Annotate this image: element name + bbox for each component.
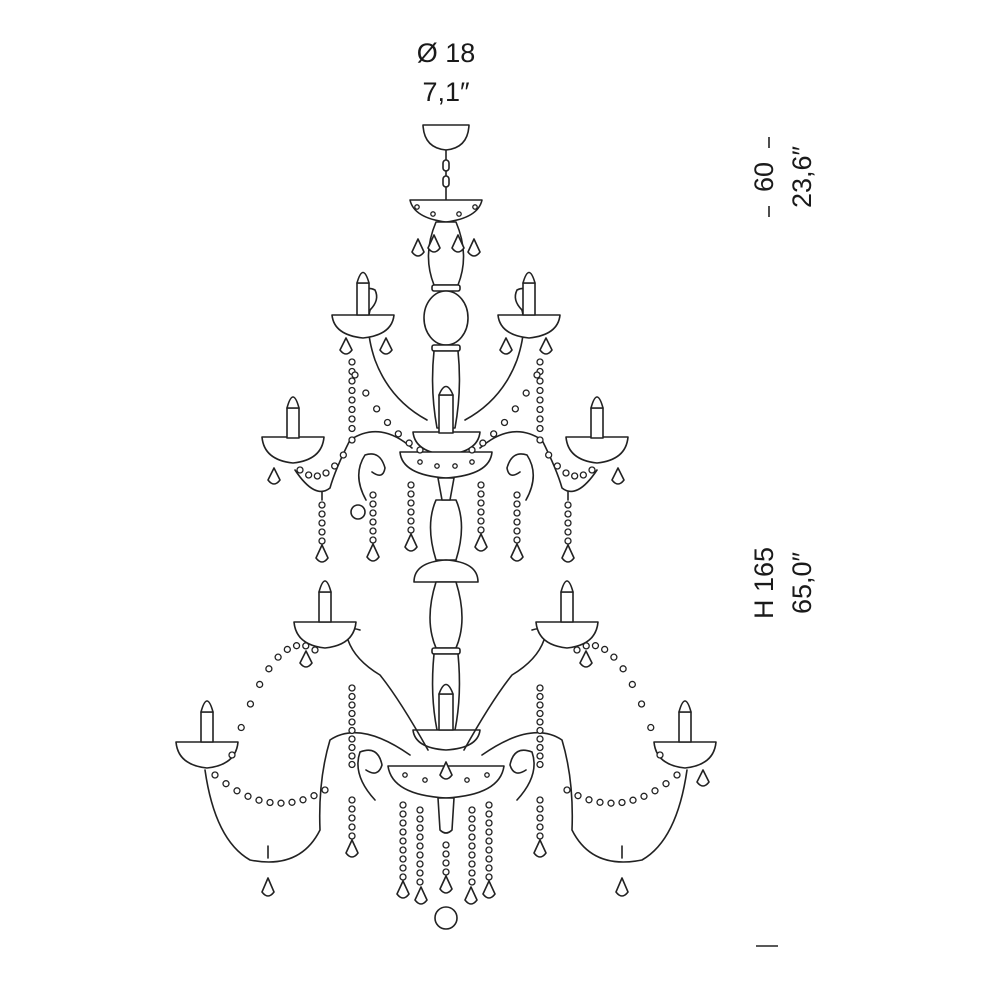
height-imperial-label: 65,0″ <box>787 552 817 615</box>
lower-tier-inner-arm-right <box>463 580 599 751</box>
upper-tier-top-arm-left <box>331 271 428 421</box>
chain-imperial-label: 23,6″ <box>787 146 817 209</box>
upper-tier-outer-arm-left <box>261 396 413 501</box>
ceiling-canopy <box>422 124 470 151</box>
upper-tier-top-arm-right <box>464 271 561 421</box>
diameter-metric-label: Ø 18 <box>417 38 476 68</box>
lower-tier-center-bowl <box>387 729 505 930</box>
height-dimension: H 165 65,0″ <box>749 547 817 947</box>
lower-tier-inner-arm-left <box>293 580 429 751</box>
lower-tier-outer-arm-right <box>481 700 717 897</box>
chain-length-dimension: 60 23,6″ <box>749 137 817 217</box>
suspension-chain <box>442 149 450 201</box>
diameter-imperial-label: 7,1″ <box>422 77 470 107</box>
chain-metric-label: 60 <box>749 162 779 192</box>
upper-tier-center-candle <box>438 385 454 434</box>
bottom-finial <box>434 906 458 930</box>
lower-tier-center-candle <box>438 683 454 731</box>
upper-tier-center-bowl <box>399 431 493 501</box>
height-metric-label: H 165 <box>749 547 779 619</box>
upper-tier-scrolls <box>350 453 535 520</box>
diameter-dimension: Ø 18 7,1″ <box>417 38 476 107</box>
decorative-glass-ball <box>350 504 366 520</box>
lower-tier-outer-arm-left <box>175 700 411 897</box>
lower-tier-scrolls <box>357 749 535 801</box>
crystal-bead-strands <box>211 234 681 905</box>
upper-tier-outer-arm-right <box>479 396 629 501</box>
